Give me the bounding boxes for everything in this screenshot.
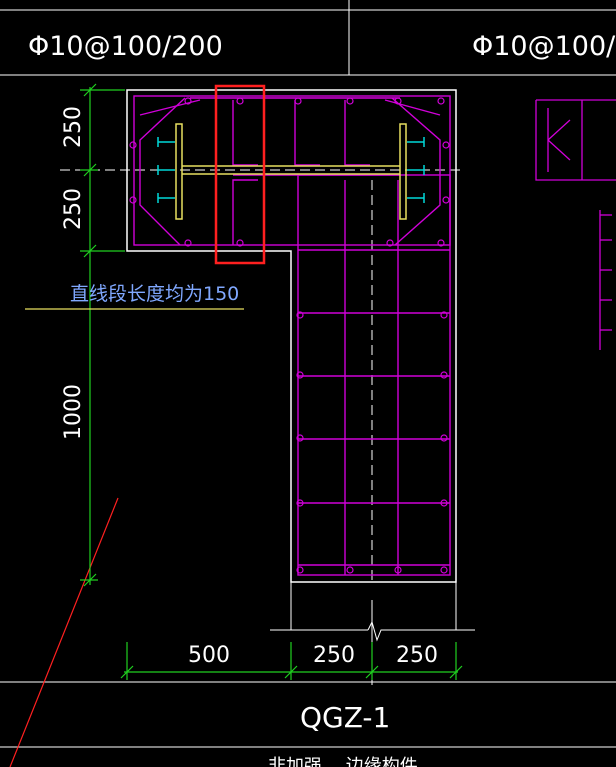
highlight-box [214, 84, 266, 265]
footer-partial-text: 非加强… 边缘构件 [268, 756, 418, 767]
dim-horizontal-250-left: 250 [313, 643, 355, 668]
rebar-cage [133, 95, 451, 576]
dim-vertical-1000: 1000 [61, 384, 86, 440]
adjacent-detail-partial [535, 99, 616, 350]
rebar-spec-right: Φ10@100/200 [472, 31, 616, 62]
center-axes [60, 169, 465, 580]
dim-vertical-250-top: 250 [61, 106, 86, 148]
component-label: QGZ-1 [300, 701, 390, 734]
rebar-spec-left: Φ10@100/200 [28, 31, 223, 62]
straight-segment-note: 直线段长度均为150 [70, 283, 239, 305]
dim-horizontal-250-right: 250 [396, 643, 438, 668]
dim-vertical-250-bottom: 250 [61, 188, 86, 230]
steel-plates [175, 123, 407, 220]
vertical-dimension-chain [80, 83, 125, 587]
section-line [9, 497, 119, 767]
dim-horizontal-500: 500 [188, 643, 230, 668]
horizontal-dimension-chain [120, 642, 463, 680]
rebar-dots [129, 97, 450, 574]
table-frame [0, 0, 616, 748]
stud-hooks [157, 137, 425, 203]
